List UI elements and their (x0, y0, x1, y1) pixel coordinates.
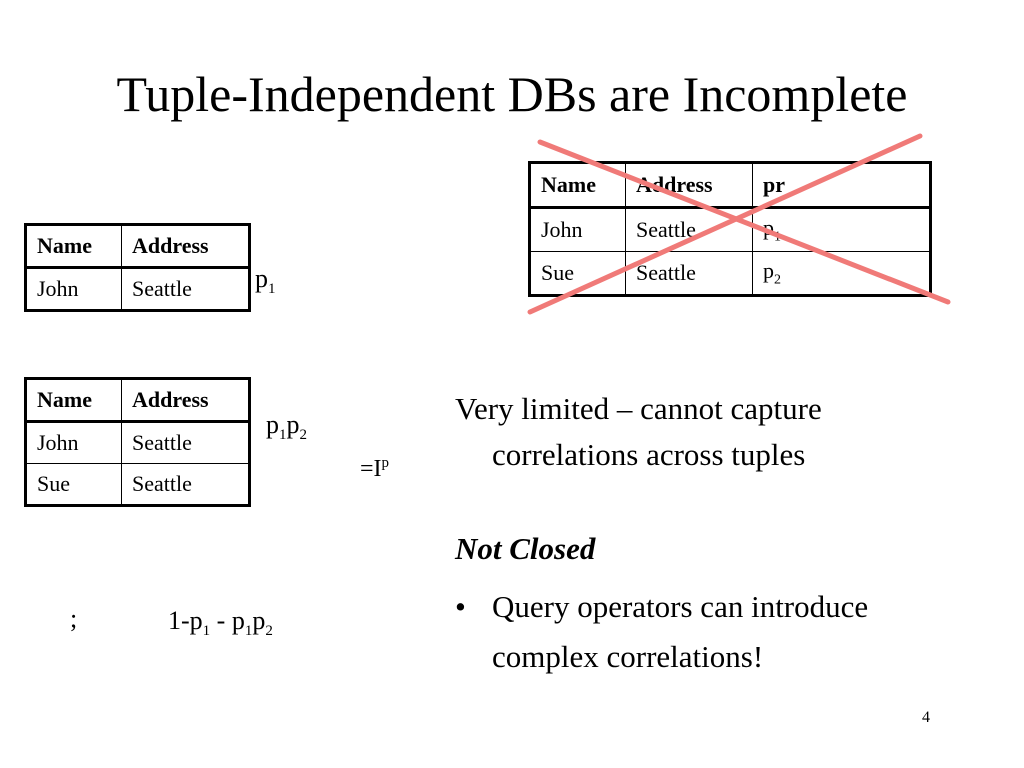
cell-address: Seattle (121, 267, 250, 311)
pr-sub: 1 (774, 229, 781, 245)
header-name: Name (529, 162, 626, 209)
table-header-row: Name Address (25, 224, 250, 269)
header-address: Address (625, 162, 753, 209)
cell-name: Sue (25, 463, 122, 506)
equals-ip-label: =Ip (360, 455, 389, 483)
table-row: John Seattle p1 (529, 207, 931, 252)
prob-sub: 1 (202, 623, 211, 640)
cell-name: John (529, 207, 626, 252)
header-name: Name (25, 224, 122, 269)
prob-term: p (252, 606, 266, 635)
cell-name: Sue (529, 251, 626, 296)
table-row: Sue Seattle (25, 463, 250, 506)
prob-sub: 1 (268, 281, 276, 298)
prob-sub: 1 (279, 427, 287, 444)
empty-world-symbol: ; (70, 604, 78, 633)
pr-base: p (763, 214, 774, 240)
prob-sub: 2 (299, 427, 308, 444)
table-row: John Seattle (25, 267, 250, 311)
prob-term: - p (210, 606, 245, 635)
empty-world-probability: 1-p1 - p1p2 (168, 606, 273, 640)
table-row: John Seattle (25, 421, 250, 464)
limitation-line-1: Very limited – cannot capture (455, 391, 822, 426)
world1-table: Name Address John Seattle (24, 223, 251, 312)
pr-base: p (763, 257, 774, 283)
page-number: 4 (922, 709, 930, 726)
bullet-line-1: Query operators can introduce (492, 589, 869, 624)
not-closed-heading: Not Closed (455, 531, 596, 566)
header-address: Address (121, 224, 250, 269)
cell-pr: p1 (752, 207, 931, 252)
prob-sub: 2 (265, 623, 273, 640)
cell-address: Seattle (121, 421, 250, 464)
limitation-line-2: correlations across tuples (492, 437, 806, 472)
header-pr: pr (752, 162, 931, 209)
prob-sub: 1 (244, 623, 253, 640)
cell-pr: p2 (752, 251, 931, 296)
world2-probability: p1p2 (266, 410, 307, 444)
header-address: Address (121, 378, 250, 423)
world1-probability: p1 (255, 264, 276, 298)
prob-base: p (255, 264, 268, 293)
bullet-line-2: complex correlations! (492, 639, 764, 674)
cell-address: Seattle (121, 463, 250, 506)
pr-sub: 2 (774, 272, 781, 288)
bullet-dot: • (455, 589, 466, 624)
crossed-prob-table: Name Address pr John Seattle p1 Sue Seat… (528, 161, 932, 297)
table-row: Sue Seattle p2 (529, 251, 931, 296)
slide-title: Tuple-Independent DBs are Incomplete (116, 66, 908, 122)
equals-text: =I (360, 456, 382, 482)
prob-term: 1-p (168, 606, 203, 635)
cell-address: Seattle (625, 251, 753, 296)
cell-address: Seattle (625, 207, 753, 252)
equals-sup: p (381, 455, 390, 471)
cell-name: John (25, 421, 122, 464)
table-header-row: Name Address pr (529, 162, 931, 209)
table-header-row: Name Address (25, 378, 250, 423)
prob-base: p (266, 410, 279, 439)
cell-name: John (25, 267, 122, 311)
header-name: Name (25, 378, 122, 423)
prob-base: p (286, 410, 300, 439)
world2-table: Name Address John Seattle Sue Seattle (24, 377, 251, 507)
